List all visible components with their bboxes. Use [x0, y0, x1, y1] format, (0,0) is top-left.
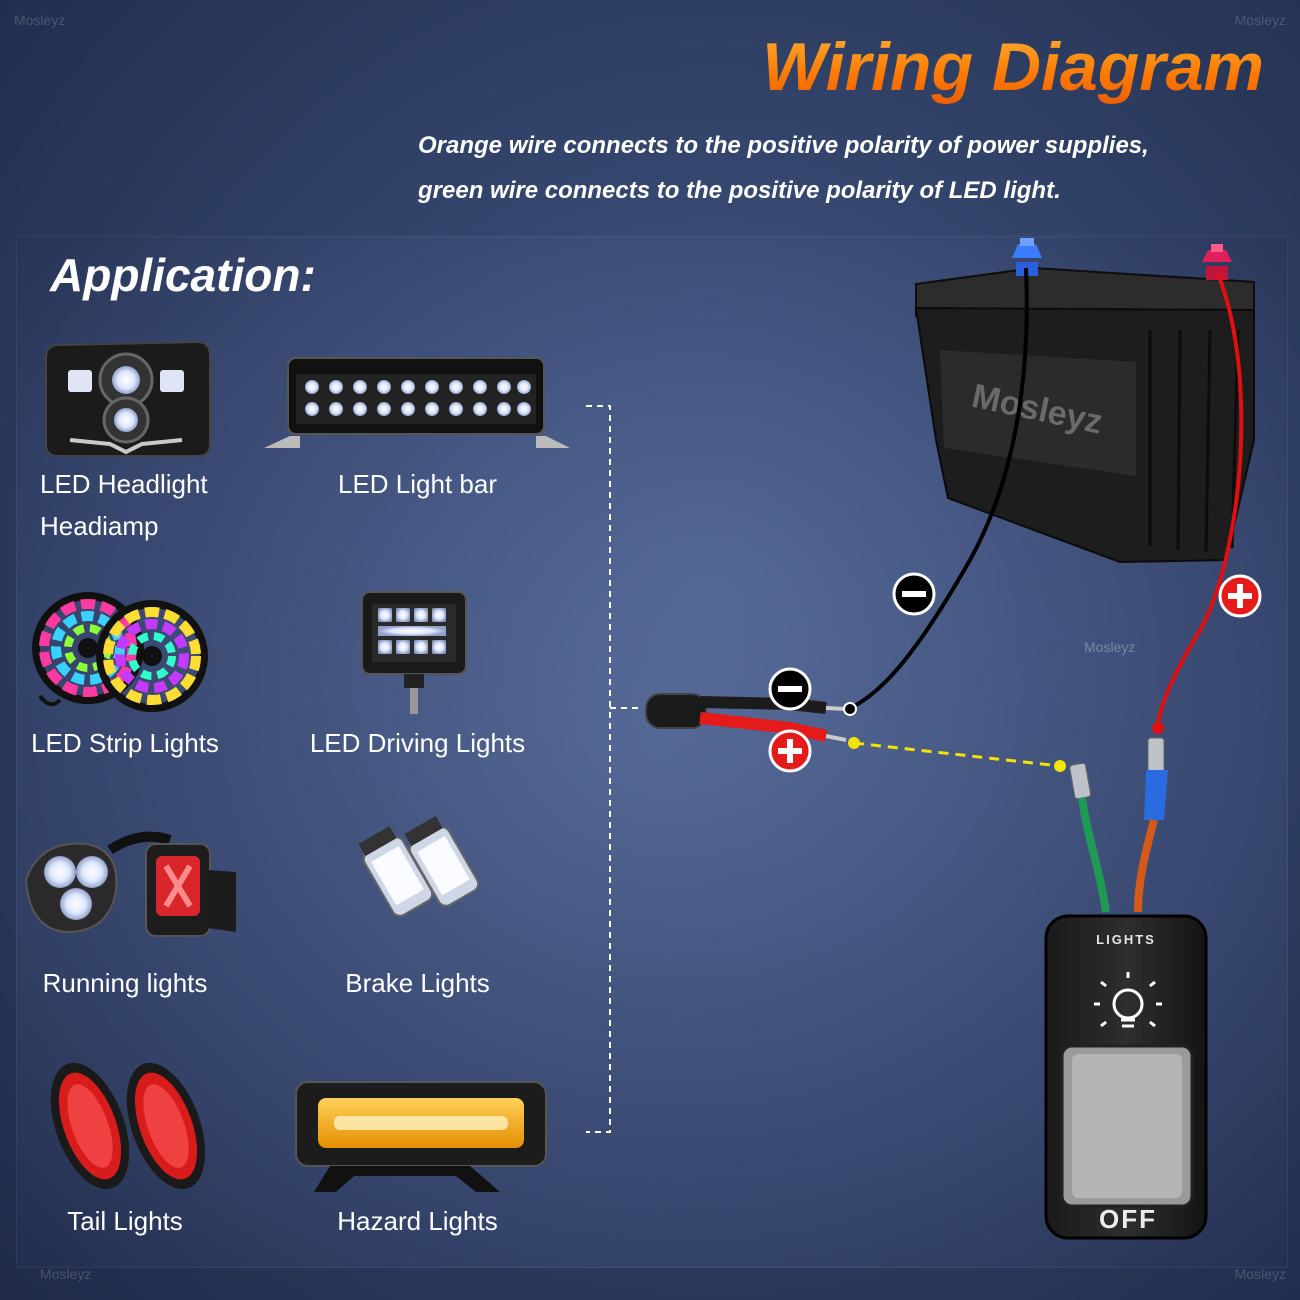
switch-off-label: OFF [1099, 1204, 1157, 1234]
negative-badge [892, 572, 936, 616]
label-headlamp: Headiamp [40, 511, 159, 541]
hazard-lights-icon [295, 1081, 547, 1192]
led-positive-dashed-wire [853, 741, 1061, 768]
application-bracket [586, 405, 640, 1133]
headlight-icon [45, 340, 211, 457]
positive-wire [1156, 273, 1244, 729]
subtitle-line-1: Orange wire connects to the positive pol… [418, 132, 1149, 159]
watermark: Mosleyz [1234, 12, 1286, 28]
driving-lights-icon [361, 591, 467, 714]
label-led-light-bar: LED Light bar [338, 469, 497, 499]
page-title: Wiring Diagram [762, 29, 1264, 105]
label-led-strip-lights: LED Strip Lights [31, 728, 219, 758]
application-heading: Application: [50, 249, 316, 301]
tail-lights-icon [50, 1062, 206, 1190]
brake-lights-icon [358, 815, 480, 917]
label-brake-lights: Brake Lights [345, 968, 490, 998]
label-led-driving-lights: LED Driving Lights [309, 728, 526, 758]
rocker-switch-icon [1044, 914, 1208, 1240]
label-tail-lights: Tail Lights [67, 1206, 183, 1236]
watermark: Mosleyz [40, 1266, 92, 1282]
positive-badge [1218, 574, 1262, 618]
subtitle-line-2: green wire connects to the positive pola… [418, 177, 1061, 204]
switch-top-label: LIGHTS [1096, 932, 1156, 947]
label-hazard-lights: Hazard Lights [337, 1206, 498, 1236]
watermark: Mosleyz [14, 12, 66, 28]
label-led-headlight: LED Headlight [40, 469, 208, 499]
positive-badge [768, 729, 812, 773]
watermark: Mosleyz [1234, 1266, 1286, 1282]
battery-icon [914, 238, 1255, 564]
light-bar-icon [264, 357, 570, 448]
label-running-lights: Running lights [42, 968, 208, 998]
watermark: Mosleyz [1084, 639, 1135, 655]
negative-badge [768, 667, 812, 711]
negative-wire [849, 267, 1029, 710]
switch-wires [1069, 737, 1168, 913]
light-bulb-icon [1094, 972, 1162, 1028]
strip-lights-icon [32, 592, 208, 712]
running-lights-icon [24, 831, 236, 937]
led-cable [645, 693, 847, 742]
